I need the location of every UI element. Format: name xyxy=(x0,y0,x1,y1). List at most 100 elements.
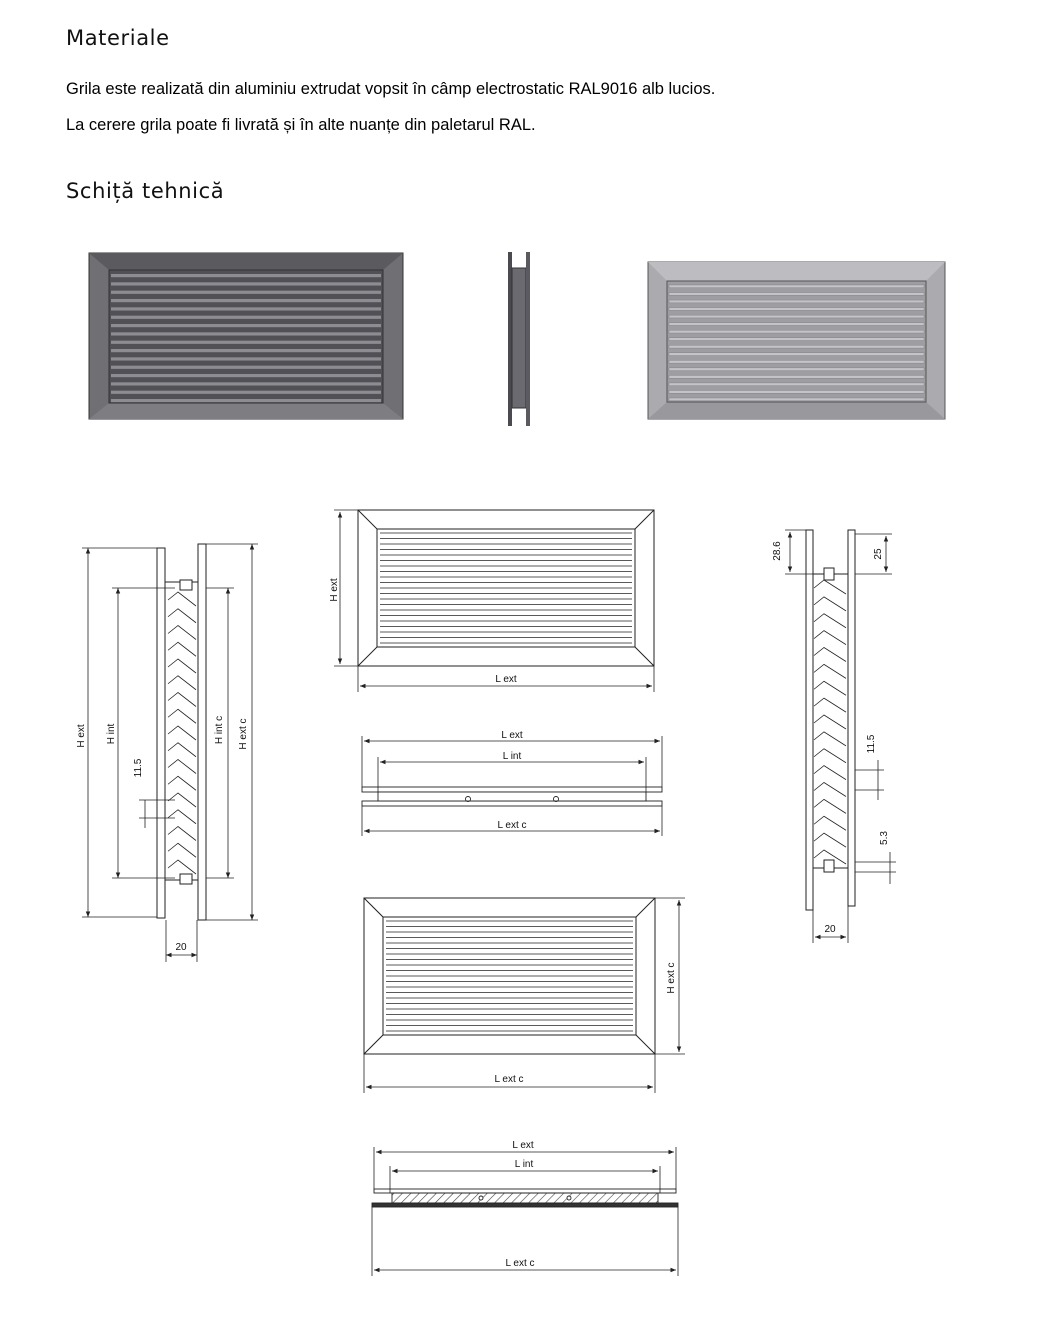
render-side-profile xyxy=(508,252,530,426)
materials-line-2: La cerere grila poate fi livrată și în a… xyxy=(66,116,536,134)
label-h-int-c: H int c xyxy=(214,716,225,744)
right-section-view xyxy=(805,529,856,911)
front-bottom-dimensions xyxy=(363,897,685,1093)
fin xyxy=(813,647,847,662)
left-section-view xyxy=(156,543,207,921)
bottom-profile-view xyxy=(371,1188,679,1208)
fin xyxy=(813,596,847,612)
fin xyxy=(167,825,197,841)
label-h-ext-front: H ext xyxy=(329,578,340,602)
louver xyxy=(668,292,925,296)
dark-louvers xyxy=(111,274,381,403)
louver xyxy=(668,299,925,304)
louver xyxy=(111,332,381,336)
louver xyxy=(668,284,925,288)
fin xyxy=(813,663,847,679)
materials-heading: Materiale xyxy=(66,26,170,50)
label-11-5-left: 11.5 xyxy=(133,758,144,777)
louver xyxy=(668,382,925,386)
fin xyxy=(813,849,847,865)
fin xyxy=(167,742,197,758)
label-h-ext-c-front: H ext c xyxy=(666,962,677,993)
louver xyxy=(111,274,381,278)
fin xyxy=(813,798,847,814)
louver xyxy=(111,282,381,286)
fin xyxy=(813,680,847,696)
fin xyxy=(167,675,197,691)
label-l-ext-front: L ext xyxy=(495,674,517,685)
label-h-ext-left: H ext xyxy=(76,724,87,748)
label-l-int-profile: L int xyxy=(503,751,522,762)
label-l-ext-bottom: L ext xyxy=(512,1140,534,1151)
fin xyxy=(167,859,197,875)
fin xyxy=(167,608,197,624)
light-louvers xyxy=(668,284,925,401)
render-front-light xyxy=(647,261,946,420)
louver xyxy=(668,352,925,356)
top-profile-view xyxy=(361,786,663,807)
front-view-top xyxy=(357,509,655,667)
label-5-3: 5.3 xyxy=(879,831,890,845)
louver xyxy=(111,315,381,319)
label-25: 25 xyxy=(873,548,884,560)
front-view-bottom xyxy=(363,897,656,1055)
right-dimensions xyxy=(785,529,896,943)
louver xyxy=(668,375,925,379)
louver xyxy=(111,399,381,403)
fin xyxy=(167,725,197,741)
louver xyxy=(668,360,925,364)
label-l-int-bottom: L int xyxy=(515,1159,534,1170)
fin xyxy=(167,809,197,825)
label-l-ext-profile: L ext xyxy=(501,730,523,741)
louver xyxy=(111,307,381,311)
label-11-5-right: 11.5 xyxy=(866,734,877,753)
fin xyxy=(813,748,847,764)
louver xyxy=(111,365,381,369)
fin xyxy=(813,613,847,629)
render-front-dark xyxy=(88,252,404,420)
label-20-right: 20 xyxy=(824,924,836,935)
label-l-ext-c-front: L ext c xyxy=(494,1074,523,1085)
fin xyxy=(167,792,197,808)
top-profile-dimensions xyxy=(361,736,663,836)
front-top-dimensions xyxy=(334,509,655,692)
materials-line-1: Grila este realizată din aluminiu extrud… xyxy=(66,80,716,98)
louver xyxy=(668,390,925,394)
louver xyxy=(668,337,925,341)
fin xyxy=(167,691,197,707)
label-20-left: 20 xyxy=(175,942,187,953)
label-h-ext-c-left: H ext c xyxy=(238,718,249,749)
fin xyxy=(167,708,197,724)
louver xyxy=(668,345,925,349)
bottom-profile-dimensions xyxy=(371,1147,679,1276)
fin xyxy=(813,714,847,730)
louver xyxy=(668,330,925,334)
fin xyxy=(813,697,847,713)
fin xyxy=(167,842,197,858)
louver xyxy=(668,322,925,326)
louver xyxy=(111,290,381,294)
fin xyxy=(813,832,847,848)
louver xyxy=(111,324,381,328)
sketch-heading: Schiță tehnică xyxy=(66,179,225,203)
fin xyxy=(167,658,197,674)
fin xyxy=(813,815,847,831)
fin xyxy=(813,765,847,780)
louver xyxy=(111,340,381,344)
label-l-ext-c-profile: L ext c xyxy=(497,820,526,831)
louver xyxy=(111,349,381,353)
louver xyxy=(668,307,925,311)
louver xyxy=(111,299,381,303)
fin xyxy=(167,758,197,774)
fin xyxy=(813,579,847,595)
louver xyxy=(668,397,925,401)
louver xyxy=(111,357,381,361)
louver xyxy=(111,382,381,386)
label-h-int-left: H int xyxy=(106,723,117,744)
louver xyxy=(668,314,925,319)
label-28-6: 28.6 xyxy=(772,541,783,561)
fin xyxy=(813,782,847,797)
fin xyxy=(167,624,197,640)
label-l-ext-c-bottom: L ext c xyxy=(505,1258,534,1269)
